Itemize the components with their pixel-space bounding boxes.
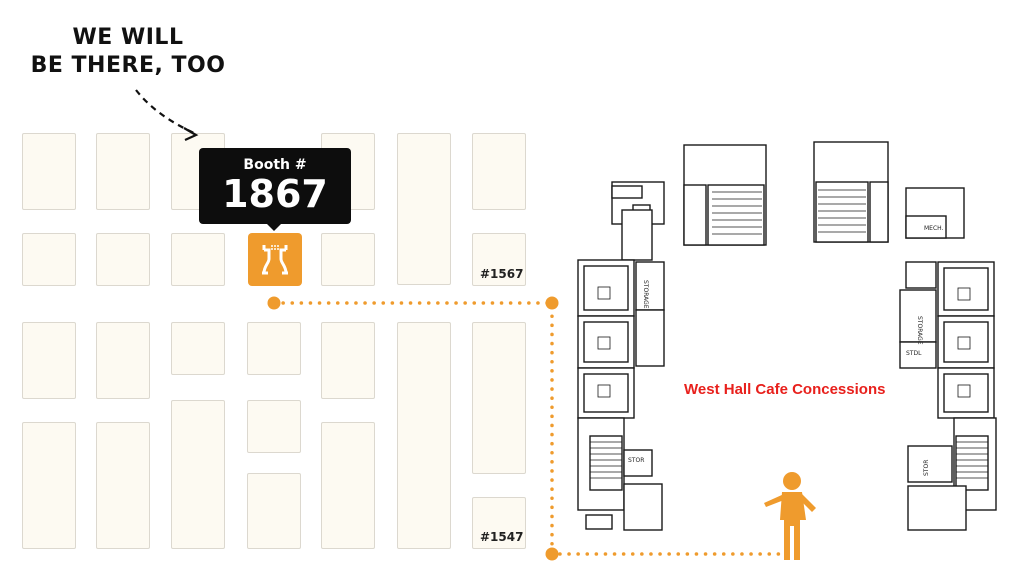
floorplan-right-wing: MECH. STOR STORAGE STDL bbox=[899, 187, 997, 531]
callout-line-1: WE WILL bbox=[72, 25, 184, 50]
callout-line-2: BE THERE, TOO bbox=[30, 53, 226, 78]
person-icon bbox=[764, 472, 816, 560]
storage-label-right: STORAGE bbox=[916, 316, 923, 345]
booth[interactable] bbox=[171, 233, 225, 286]
callout-text: WE WILL BE THERE, TOO bbox=[28, 24, 228, 80]
booth-logo-icon bbox=[262, 245, 288, 275]
booth-number-label: #1567 bbox=[480, 267, 524, 281]
booth[interactable] bbox=[96, 322, 150, 399]
booth[interactable] bbox=[472, 133, 526, 210]
booth-number-label: #1547 bbox=[480, 530, 524, 544]
booth[interactable] bbox=[171, 400, 225, 549]
booth-1567[interactable]: #1567 bbox=[472, 233, 526, 286]
booth[interactable] bbox=[22, 233, 76, 286]
booth[interactable] bbox=[247, 473, 301, 549]
stor-label: STOR bbox=[628, 457, 644, 464]
booth[interactable] bbox=[321, 322, 375, 399]
stor-label-right: STOR bbox=[923, 460, 930, 476]
booth[interactable] bbox=[22, 322, 76, 399]
tooltip-pointer bbox=[266, 223, 282, 231]
booth[interactable] bbox=[321, 422, 375, 549]
booth[interactable] bbox=[247, 400, 301, 453]
booth[interactable] bbox=[321, 233, 375, 286]
booth[interactable] bbox=[22, 422, 76, 549]
storage-label: STORAGE bbox=[642, 280, 649, 309]
booth[interactable] bbox=[472, 322, 526, 474]
stdl-label: STDL bbox=[906, 350, 922, 357]
booth-1547[interactable]: #1547 bbox=[472, 497, 526, 549]
dashed-curved-arrow-icon bbox=[135, 89, 199, 142]
floorplan-left-wing: STORAGE STOR bbox=[577, 181, 665, 531]
floorplan-top-stairs bbox=[683, 141, 889, 246]
booth[interactable] bbox=[22, 133, 76, 210]
mech-label: MECH. bbox=[924, 225, 944, 232]
booth[interactable] bbox=[397, 133, 451, 285]
booth-1867-marker[interactable] bbox=[248, 233, 302, 286]
booth[interactable] bbox=[96, 422, 150, 549]
booth[interactable] bbox=[96, 133, 150, 210]
booth-tooltip: Booth # 1867 bbox=[199, 148, 351, 231]
booth[interactable] bbox=[96, 233, 150, 286]
booth[interactable] bbox=[397, 322, 451, 549]
dotted-route bbox=[267, 296, 784, 561]
booth[interactable] bbox=[247, 322, 301, 375]
tooltip-label: Booth # bbox=[243, 157, 307, 173]
booth[interactable] bbox=[171, 322, 225, 375]
tooltip-booth-number: 1867 bbox=[222, 172, 328, 216]
cafe-label: West Hall Cafe Concessions bbox=[684, 381, 886, 398]
